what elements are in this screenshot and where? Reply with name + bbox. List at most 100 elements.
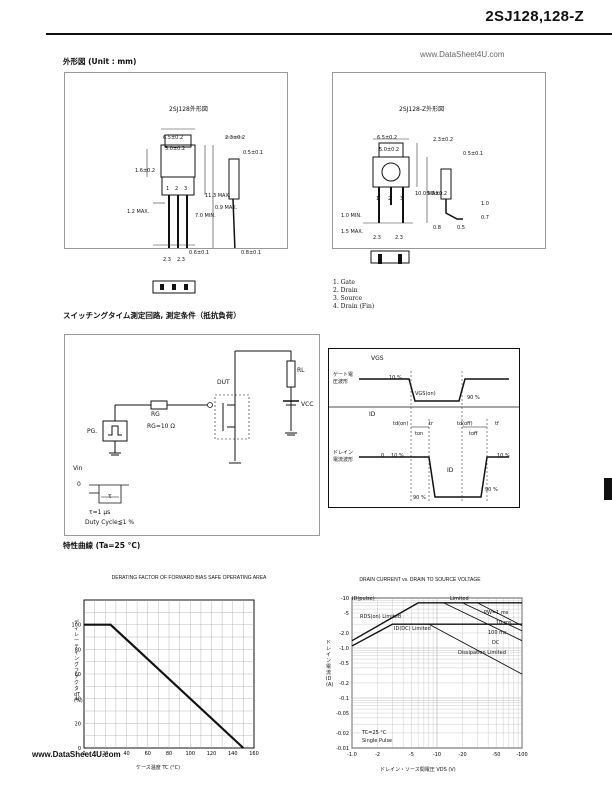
dim-right-1: 5.0±0.2 <box>379 147 400 153</box>
drain-y-tick: -5 <box>344 611 349 617</box>
ann-id-pulse: ID(pulse) <box>352 596 375 602</box>
dim-left-8: 0.9 MAX. <box>215 205 238 211</box>
derating-x-tick: 0 <box>82 751 85 757</box>
gate-ten-pct: 10 % <box>389 375 402 381</box>
dim-right-0: 6.5±0.2 <box>377 135 398 141</box>
derating-series <box>84 623 245 749</box>
dim-left-11: 2.3 <box>163 257 171 263</box>
outline-left-panel: 2SJ128外形図 6.5±0.2 2.3±0.2 5.0±0.2 0.5±0.… <box>64 72 288 263</box>
dim-left-9: 0.6±0.1 <box>189 250 210 256</box>
header-rule <box>46 33 612 35</box>
ann-100ms: 100 ms <box>488 630 507 636</box>
derating-x-label: ケース温度 TC (°C) <box>136 765 181 771</box>
dim-left-10: 0.8±0.1 <box>241 250 262 256</box>
toff-label: toff <box>469 431 478 437</box>
drain-ten-a: 10 % <box>391 453 404 459</box>
dut-label: DUT <box>217 379 230 386</box>
vcc-label: VCC <box>301 401 314 408</box>
drain-x-label: ドレイン・ソース間電圧 VDS (V) <box>380 767 456 773</box>
dim-left-12: 2.3 <box>177 257 185 263</box>
derating-x-tick: 120 <box>207 751 217 757</box>
circuit-drawing <box>89 350 299 504</box>
pin-legend: 1. Gate 2. Drain 3. Source 4. Drain (Fin… <box>333 279 374 311</box>
ton-label: ton <box>415 431 424 437</box>
outline-right-drawing <box>363 138 463 224</box>
ann-rds: RDS(on) Limited <box>360 614 401 620</box>
pin-right-2: 2 <box>388 196 392 202</box>
dim-right-2: 2.3±0.2 <box>433 137 454 143</box>
dim-left-7: 11.3 MAX. <box>205 193 231 199</box>
outline-right-title: 2SJ128-Z外形図 <box>399 106 445 113</box>
outline-heading: 外形図 (Unit : mm) <box>63 57 137 66</box>
pin-right-3: 3 <box>400 196 404 202</box>
drain-x-tick: -20 <box>459 752 467 758</box>
dim-right-9: 0.5 <box>457 225 465 231</box>
pin-legend-2: 2. Drain <box>333 287 358 294</box>
pin-legend-4: 4. Drain (Fin) <box>333 303 375 310</box>
pin-left-1: 1 <box>166 186 170 192</box>
dim-right-6: 1.0 MIN. <box>341 213 362 219</box>
footprint-right <box>370 250 410 264</box>
drain-x-tick: -50 <box>492 752 500 758</box>
vin-label: Vin <box>73 465 83 472</box>
drain-x-tick: -2 <box>375 752 380 758</box>
drain-ticks: -1.0-2-5-10-20-50-100-10-5-2.0-1.0-0.5-0… <box>336 596 528 758</box>
drain-soa-line <box>351 602 522 642</box>
vgs-label: VGS <box>371 355 384 362</box>
waveform-panel: VGS ゲート電圧波形 10 % 90 % VGS(on) ID ドレイン電流波… <box>328 348 520 508</box>
derating-y-tick: 60 <box>75 672 81 678</box>
drain-y-tick: -0.05 <box>336 711 349 717</box>
dim-right-7: 1.5 MAX. <box>341 229 364 235</box>
drain-zero-label: 0 <box>381 453 385 459</box>
dim-right-4: 10.0 MAX. <box>415 191 441 197</box>
drain-soa-line <box>477 602 523 627</box>
ann-limited: Limited <box>450 596 469 602</box>
drain-y-label: ドレイン電流 ID (A) <box>326 640 334 688</box>
drain-soa-line <box>462 602 523 632</box>
edge-tab <box>604 478 612 500</box>
pin-left-3: 3 <box>184 186 188 192</box>
derating-y-tick: 100 <box>71 623 81 629</box>
drain-waveform-label: ドレイン電流波形 <box>333 450 354 463</box>
drain-y-tick: -0.5 <box>339 661 349 667</box>
drain-ten-b: 10 % <box>497 453 510 459</box>
derating-y-tick: 0 <box>78 746 81 752</box>
derating-y-tick: 40 <box>75 697 81 703</box>
dim-right-8: 0.8 <box>433 225 441 231</box>
ann-10ms: 10 ms <box>496 620 512 626</box>
dim-right-5: 5.5±0.2 <box>427 191 448 197</box>
circuit-panel: DUT RL VCC RG RG=10 Ω PG. Vin 0 τ τ=1 μs… <box>64 334 320 536</box>
drain-soa-line <box>443 602 523 642</box>
pg-label: PG. <box>87 428 98 435</box>
derating-line <box>84 623 245 749</box>
derating-x-tick: 100 <box>185 751 195 757</box>
drain-y-tick: -0.01 <box>336 746 349 752</box>
dim-right-13: 0.7 <box>481 215 489 221</box>
drain-current-chart: -1.0-2-5-10-20-50-100-10-5-2.0-1.0-0.5-0… <box>336 596 528 758</box>
tf-label: tf <box>495 421 499 427</box>
part-number-title: 2SJ128,128-Z <box>485 8 584 25</box>
drain-y-tick: -10 <box>341 596 349 602</box>
ann-pw1: PW=1 ms <box>484 610 509 616</box>
dim-right-11: 2.3 <box>395 235 403 241</box>
id-label: ID <box>369 411 376 418</box>
waveform-drawing <box>329 371 519 501</box>
tau-label: τ <box>108 493 112 500</box>
drain-x-tick: -100 <box>516 752 527 758</box>
dim-left-2: 5.0±0.2 <box>165 146 186 152</box>
drain-series <box>351 602 523 675</box>
drain-ninety-b: 90 % <box>485 487 498 493</box>
derating-x-tick: 80 <box>166 751 172 757</box>
id-amplitude-label: ID <box>447 467 454 474</box>
vgs-on-label: VGS(on) <box>415 391 436 397</box>
ann-tc: TC=25 °C <box>362 730 387 736</box>
pin-legend-3: 3. Source <box>333 295 362 302</box>
td-on-label: td(on) <box>393 421 409 427</box>
dim-right-3: 0.5±0.1 <box>463 151 484 157</box>
ann-id-dc: ID(DC) Limited <box>394 626 431 632</box>
dim-right-10: 2.3 <box>373 235 381 241</box>
drain-x-tick: -5 <box>409 752 414 758</box>
dim-left-5: 1.2 MAX. <box>127 209 150 215</box>
drain-ninety-a: 90 % <box>413 495 426 501</box>
